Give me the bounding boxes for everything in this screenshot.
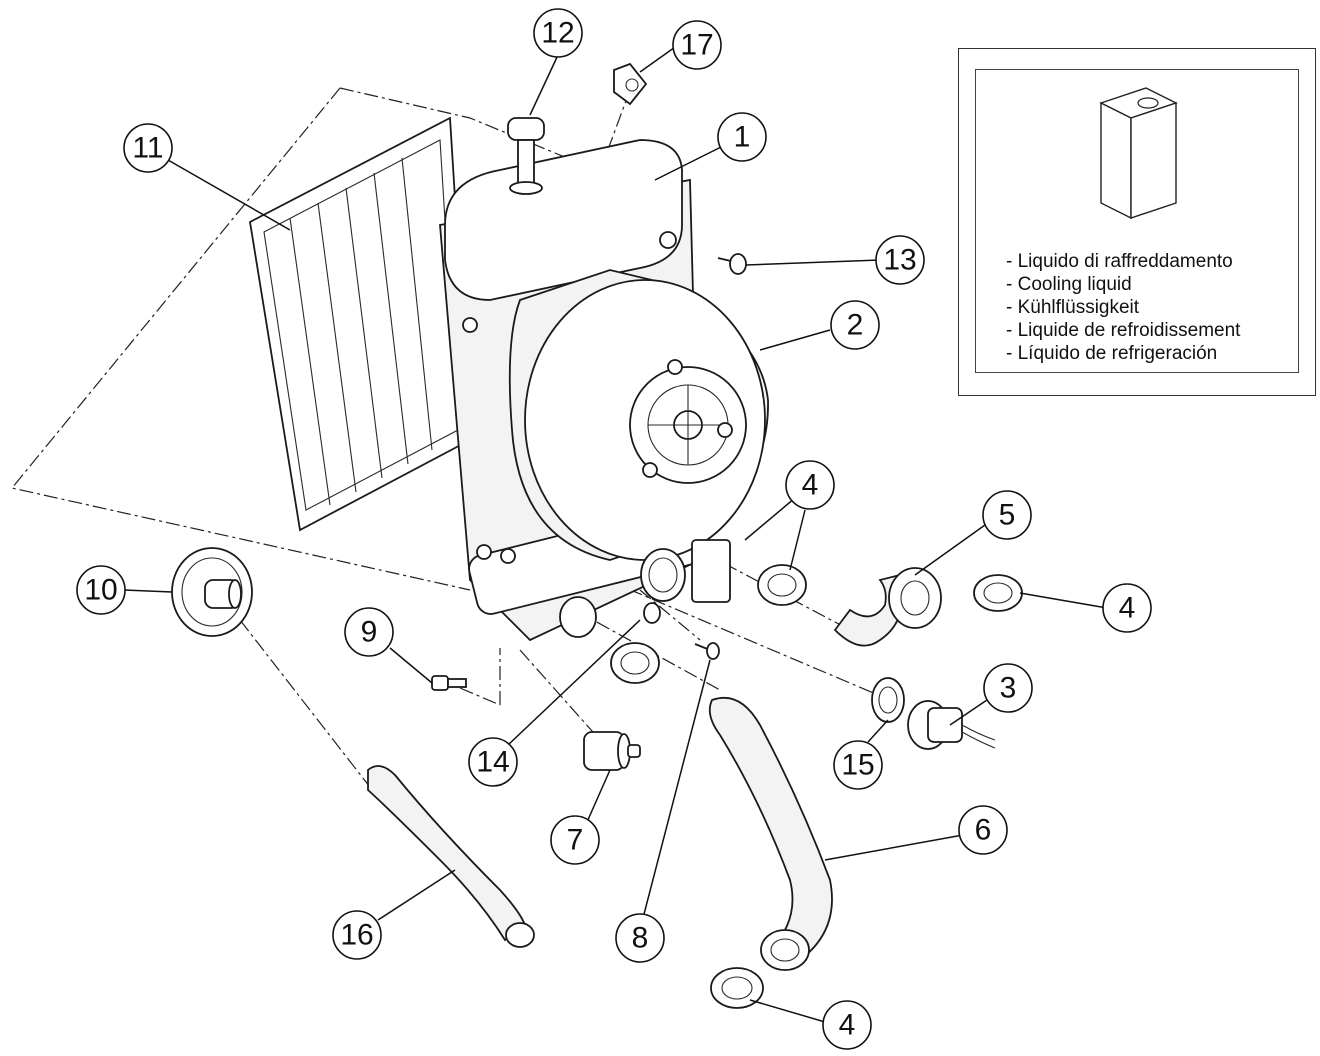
callout-1: 1 xyxy=(717,112,767,162)
callout-6: 6 xyxy=(958,805,1008,855)
part-6-hose xyxy=(708,696,833,971)
part-3-sensor xyxy=(907,700,996,750)
svg-text:17: 17 xyxy=(680,29,713,62)
svg-text:10: 10 xyxy=(84,574,117,607)
legend-line: - Kühlflüssigkeit xyxy=(1006,297,1140,318)
svg-text:16: 16 xyxy=(340,919,373,952)
part-9-bolt xyxy=(431,675,467,691)
callout-17: 17 xyxy=(672,20,722,70)
callout-7: 7 xyxy=(550,815,600,865)
callout-2: 2 xyxy=(830,300,880,350)
part-16-hose xyxy=(367,765,535,948)
callout-5: 5 xyxy=(982,490,1032,540)
callout-10: 10 xyxy=(76,565,126,615)
svg-text:7: 7 xyxy=(567,824,584,857)
callout-16: 16 xyxy=(332,910,382,960)
part-15-oring xyxy=(871,677,905,723)
part-17-clip xyxy=(613,62,648,106)
svg-text:1: 1 xyxy=(734,121,751,154)
coolant-container-icon xyxy=(1099,87,1178,220)
svg-text:15: 15 xyxy=(841,749,874,782)
part-11-shroud xyxy=(249,116,471,532)
svg-text:4: 4 xyxy=(839,1009,856,1042)
part-12-filler-cap xyxy=(507,117,545,195)
radiator-outlet xyxy=(559,539,731,638)
legend-line: - Liquido di raffreddamento xyxy=(1006,251,1233,272)
leader-lines xyxy=(124,44,1108,1023)
legend-line: - Liquide de refroidissement xyxy=(1006,320,1241,341)
part-7-mount xyxy=(583,731,641,771)
svg-text:3: 3 xyxy=(1000,672,1017,705)
part-13-screw xyxy=(717,253,747,275)
callout-4: 4 xyxy=(822,1000,872,1050)
part-14-washer xyxy=(643,602,661,624)
svg-text:4: 4 xyxy=(802,469,819,502)
legend-line: - Líquido de refrigeración xyxy=(1006,343,1218,364)
part-8-screw xyxy=(694,642,720,660)
svg-text:9: 9 xyxy=(361,616,378,649)
svg-text:14: 14 xyxy=(476,746,509,779)
callout-8: 8 xyxy=(615,913,665,963)
callout-15: 15 xyxy=(833,740,883,790)
svg-text:2: 2 xyxy=(847,309,864,342)
callout-13: 13 xyxy=(875,235,925,285)
legend-box: - Liquido di raffreddamento - Cooling li… xyxy=(958,48,1316,396)
legend-line: - Cooling liquid xyxy=(1006,274,1132,295)
svg-text:6: 6 xyxy=(975,814,992,847)
callout-4: 4 xyxy=(1102,583,1152,633)
svg-text:4: 4 xyxy=(1119,592,1136,625)
svg-text:12: 12 xyxy=(541,17,574,50)
legend-text-list: - Liquido di raffreddamento - Cooling li… xyxy=(1006,250,1240,365)
callout-12: 12 xyxy=(533,8,583,58)
callout-4: 4 xyxy=(785,460,835,510)
svg-text:5: 5 xyxy=(999,499,1016,532)
part-2-fan xyxy=(508,269,769,561)
svg-text:11: 11 xyxy=(132,132,163,165)
part-5-hose xyxy=(833,567,942,647)
part-4-clamp xyxy=(610,564,1023,1009)
callout-9: 9 xyxy=(344,607,394,657)
part-10-cap xyxy=(171,547,253,637)
callout-3: 3 xyxy=(983,663,1033,713)
callout-11: 11 xyxy=(123,123,173,173)
svg-text:8: 8 xyxy=(632,922,649,955)
callout-14: 14 xyxy=(468,737,518,787)
legend-inner-frame: - Liquido di raffreddamento - Cooling li… xyxy=(975,69,1299,373)
svg-text:13: 13 xyxy=(883,244,916,277)
